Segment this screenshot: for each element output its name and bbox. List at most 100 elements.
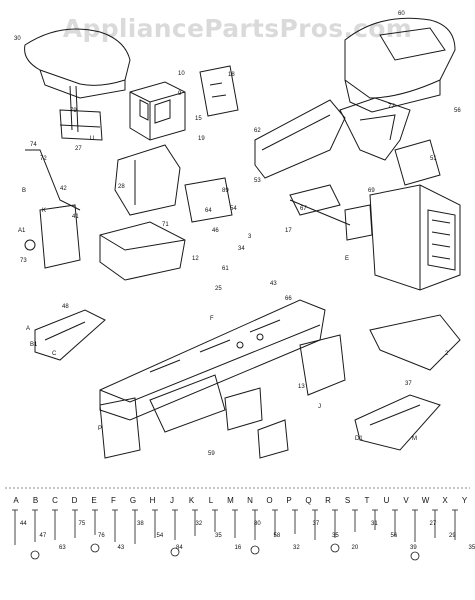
callout-label: 61 (222, 266, 229, 272)
legend-part-number: 56 (391, 533, 398, 539)
right-footrest-part (354, 394, 441, 451)
legend-letter: M (227, 496, 234, 505)
legend-part-number: 43 (118, 545, 125, 551)
legend-part-number: 75 (79, 521, 86, 527)
legend-letter: F (111, 496, 116, 505)
legend-letter: R (325, 496, 331, 505)
callout-label: 42 (60, 186, 67, 192)
right-bracket-part (394, 139, 441, 186)
callout-label: J (318, 404, 321, 410)
callout-label: C (52, 351, 57, 357)
base-plate-part (99, 221, 186, 281)
legend-part-number: 35 (215, 533, 222, 539)
callout-label: B (22, 188, 26, 194)
callout-label: A1 (18, 228, 26, 234)
callout-label: D1 (355, 436, 363, 442)
callout-label: U (90, 136, 94, 142)
legend-letter: E (91, 496, 97, 505)
callout-label: 53 (254, 178, 261, 184)
legend-part-number: 58 (274, 533, 281, 539)
callout-label: 71 (162, 222, 169, 228)
legend-letter: H (149, 496, 156, 505)
steering-bracket-part (114, 144, 181, 216)
callout-label: F (210, 316, 214, 322)
callout-label: 2 (445, 351, 449, 357)
legend-letter: Y (461, 496, 468, 505)
callout-label: P (98, 426, 102, 432)
legend-part-number: 20 (352, 545, 359, 551)
legend-letter: Q (305, 496, 312, 505)
callout-label: 25 (215, 286, 222, 292)
hood-part (344, 17, 456, 113)
callout-label: 28 (118, 184, 125, 190)
callout-label: 34 (238, 246, 245, 252)
legend-letter: J (170, 496, 174, 505)
legend-part-number: 80 (254, 521, 261, 527)
legend-part-number: 37 (313, 521, 320, 527)
dash-bracket-part (339, 97, 411, 161)
callout-label: 77 (388, 104, 395, 110)
legend-letter: P (286, 496, 292, 505)
legend-part-number: 32 (293, 545, 300, 551)
callout-label: 48 (62, 304, 69, 310)
callout-label: 89 (222, 188, 229, 194)
callout-label: 10 (178, 71, 185, 77)
bracket-18-part (224, 387, 289, 459)
legend-letter: K (188, 496, 195, 505)
callout-label: 27 (75, 146, 82, 152)
callout-label: E (345, 256, 349, 262)
callout-label: 41 (72, 214, 79, 220)
callout-label: 56 (454, 108, 461, 114)
legend-part-number: 84 (176, 545, 183, 551)
callout-label: B1 (30, 342, 38, 348)
callout-label: 60 (398, 11, 405, 17)
callout-label: 30 (14, 36, 21, 42)
callout-label: K (42, 208, 46, 214)
legend-part-number: 39 (410, 545, 417, 551)
side-frame-part (149, 374, 226, 433)
skirt-part (369, 314, 461, 371)
legend-part-number: 47 (40, 533, 47, 539)
legend-part-number: 76 (98, 533, 105, 539)
callout-label: 72 (40, 156, 47, 162)
bracket-42-part (299, 334, 346, 396)
legend-letter: O (266, 496, 273, 505)
callout-label: 13 (298, 384, 305, 390)
callout-label: 74 (30, 142, 37, 148)
callout-label: 54 (230, 206, 237, 212)
legend-part-number: 38 (137, 521, 144, 527)
callout-label: 46 (212, 228, 219, 234)
callout-label: 18 (228, 72, 235, 78)
legend-letter: V (403, 496, 409, 505)
bracket-plate-part (199, 65, 239, 117)
legend-letter: U (383, 496, 390, 505)
callout-label: 66 (285, 296, 292, 302)
legend-part-number: 35 (469, 545, 475, 551)
legend-letter: T (364, 496, 370, 505)
legend-letter: W (421, 496, 430, 505)
callout-label: 67 (300, 206, 307, 212)
legend-part-number: 16 (235, 545, 242, 551)
legend-letter: L (208, 496, 214, 505)
callout-label: 9 (178, 91, 182, 97)
seat-pan-part (24, 28, 131, 133)
legend-part-number: 27 (430, 521, 437, 527)
callout-label: 17 (285, 228, 292, 234)
watermark-text: AppliancePartsPros.com (62, 14, 413, 43)
pedal-lever-part (24, 149, 81, 269)
legend-part-number: 29 (449, 533, 456, 539)
callout-label: 62 (254, 128, 261, 134)
callout-label: 51 (430, 156, 437, 162)
legend-letter: S (344, 496, 351, 505)
plate-53-part (184, 177, 233, 223)
hardware-legend-drawings (12, 509, 458, 561)
legend-part-number: 63 (59, 545, 66, 551)
callout-label: 3 (248, 234, 252, 240)
callout-label: 43 (270, 281, 277, 287)
legend-part-number: 35 (332, 533, 339, 539)
callout-label: 15 (195, 116, 202, 122)
side-panel-part (254, 99, 346, 179)
callout-label: 64 (205, 208, 212, 214)
